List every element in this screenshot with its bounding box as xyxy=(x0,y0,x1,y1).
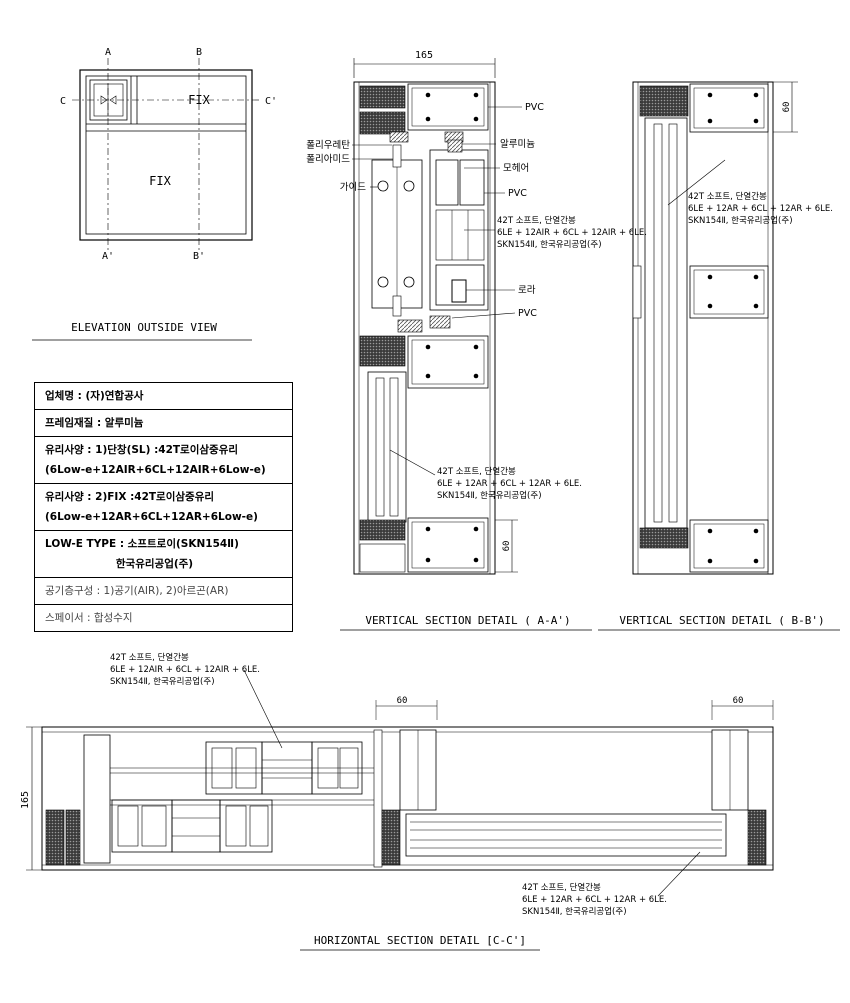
label-polyamide: 폴리아미드 xyxy=(306,154,350,165)
spec-table: 업체명 : (자)연합공사 프레임재질 : 알루미늄 유리사양 : 1)단창(S… xyxy=(34,382,293,632)
label-aluminum: 알루미늄 xyxy=(500,139,535,150)
cc-dim-165: 165 xyxy=(20,791,31,809)
spec-lowe-line1: LOW-E TYPE : 소프트로이(SKN154Ⅱ) xyxy=(45,538,239,550)
cc-note-upper-3: SKN154Ⅱ, 한국유리공업(주) xyxy=(110,677,215,687)
spec-frame-material: 프레임재질 : 알루미늄 xyxy=(35,410,292,437)
aa-note-lower-2: 6LE + 12AR + 6CL + 12AR + 6LE. xyxy=(437,479,582,489)
cc-note-upper-1: 42T 소프트, 단열간봉 xyxy=(110,652,189,663)
marker-c-left: C xyxy=(60,96,66,107)
cc-note-lower-3: SKN154Ⅱ, 한국유리공업(주) xyxy=(522,907,627,917)
spec-lowe-type: LOW-E TYPE : 소프트로이(SKN154Ⅱ) 한국유리공업(주) xyxy=(35,531,292,578)
section-cc: 165 xyxy=(20,652,774,951)
label-pvc-bottom: PVC xyxy=(518,308,537,319)
section-bb: 60 42T 소프트, 단열간봉 6LE + 12AR + 6CL + 12AR… xyxy=(598,81,840,631)
aa-dim-60: 60 xyxy=(502,541,512,552)
cc-dim-60-right: 60 xyxy=(733,696,744,706)
aa-note-upper-1: 42T 소프트, 단열간봉 xyxy=(497,215,576,226)
elevation-caption: ELEVATION OUTSIDE VIEW xyxy=(71,321,217,334)
bb-caption: VERTICAL SECTION DETAIL ( B-B') xyxy=(619,614,824,627)
bb-note-2: 6LE + 12AR + 6CL + 12AR + 6LE. xyxy=(688,204,833,214)
bb-dim-60: 60 xyxy=(782,102,792,113)
marker-c-right: C' xyxy=(265,96,277,107)
spec-spacer: 스페이서 : 합성수지 xyxy=(45,612,133,624)
fix-label-upper: FIX xyxy=(188,93,210,107)
marker-a-bottom: A' xyxy=(102,251,114,262)
aa-note-upper-2: 6LE + 12AIR + 6CL + 12AIR + 6LE. xyxy=(497,228,647,238)
bb-note-3: SKN154Ⅱ, 한국유리공업(주) xyxy=(688,216,793,226)
spec-lowe-line2: 한국유리공업(주) xyxy=(115,558,194,570)
label-pvc-mid: PVC xyxy=(508,188,527,199)
aa-note-upper-3: SKN154Ⅱ, 한국유리공업(주) xyxy=(497,240,602,250)
aa-dim-165: 165 xyxy=(415,50,433,61)
spec-glass-fix-line1: 유리사양 : 2)FIX :42T로이삼중유리 xyxy=(45,491,215,503)
spec-glass-sliding-line1: 유리사양 : 1)단창(SL) :42T로이삼중유리 xyxy=(45,444,239,456)
marker-b-top: B xyxy=(196,47,202,58)
spec-glass-fix: 유리사양 : 2)FIX :42T로이삼중유리 (6Low-e+12AR+6CL… xyxy=(35,484,292,531)
cc-note-lower-1: 42T 소프트, 단열간봉 xyxy=(522,882,601,893)
spec-company: 업체명 : (자)연합공사 xyxy=(35,383,292,410)
spec-glass-fix-line2: (6Low-e+12AR+6CL+12AR+6Low-e) xyxy=(45,511,258,523)
aa-caption: VERTICAL SECTION DETAIL ( A-A') xyxy=(365,614,570,627)
aa-note-lower-1: 42T 소프트, 단열간봉 xyxy=(437,466,516,477)
marker-b-bottom: B' xyxy=(193,251,205,262)
label-guide: 가이드 xyxy=(340,182,366,193)
cc-dim-60-left: 60 xyxy=(397,696,408,706)
marker-a-top: A xyxy=(105,47,111,58)
fix-label-lower: FIX xyxy=(149,174,171,188)
spec-air-layer: 공기층구성 : 1)공기(AIR), 2)아르곤(AR) xyxy=(35,578,292,605)
label-pvc-top: PVC xyxy=(525,102,544,113)
bb-note-1: 42T 소프트, 단열간봉 xyxy=(688,191,767,202)
section-aa: 165 xyxy=(306,50,647,631)
spec-glass-sliding-line2: (6Low-e+12AIR+6CL+12AIR+6Low-e) xyxy=(45,464,266,476)
label-polyurethane: 폴리우레탄 xyxy=(306,140,350,151)
aa-note-lower-3: SKN154Ⅱ, 한국유리공업(주) xyxy=(437,491,542,501)
label-roller: 로라 xyxy=(518,285,536,296)
cc-caption: HORIZONTAL SECTION DETAIL [C-C'] xyxy=(314,934,526,947)
cc-note-upper-2: 6LE + 12AIR + 6CL + 12AIR + 6LE. xyxy=(110,665,260,675)
elevation-view: A B A' B' C C' FIX FIX ELEVATION OUTSIDE… xyxy=(32,47,277,341)
cc-note-lower-2: 6LE + 12AR + 6CL + 12AR + 6LE. xyxy=(522,895,667,905)
label-mohair: 모헤어 xyxy=(503,162,529,174)
spec-glass-sliding: 유리사양 : 1)단창(SL) :42T로이삼중유리 (6Low-e+12AIR… xyxy=(35,437,292,484)
